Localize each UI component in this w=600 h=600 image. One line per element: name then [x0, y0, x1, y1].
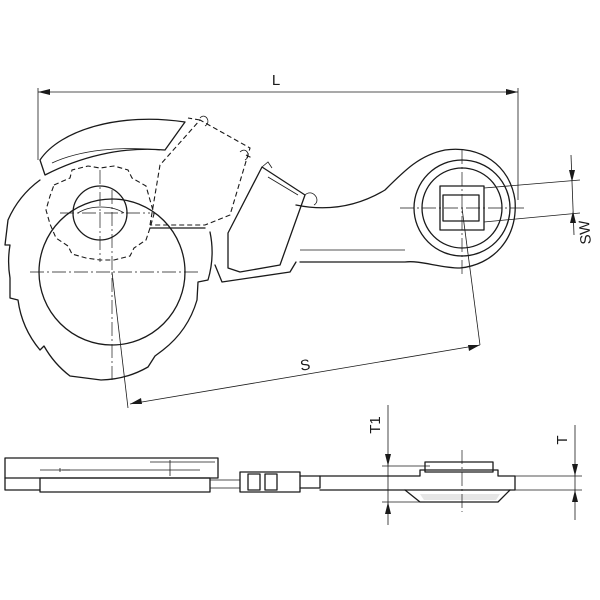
pawl-block-2: [214, 161, 318, 283]
dimension-label-t1: T1: [367, 416, 384, 434]
side-bar: [4, 457, 219, 493]
dimension-label-s: S: [299, 356, 312, 374]
dimension-label-sw: SW: [576, 219, 595, 245]
dimension-t: T: [515, 425, 582, 520]
toothed-ring: [4, 179, 213, 381]
hook-jaw: [39, 118, 186, 176]
dimension-sw: SW: [483, 154, 595, 245]
top-view: L S SW: [4, 72, 595, 409]
side-view: T1 T: [4, 405, 582, 525]
side-arm: [319, 450, 516, 512]
pawl-block-1: [149, 115, 253, 229]
dimension-label-l: L: [272, 72, 280, 89]
small-gear: [45, 165, 155, 262]
side-pawl: [210, 471, 321, 493]
wrench-arm: [295, 148, 516, 269]
drive-head: [400, 150, 525, 275]
dimension-s: S: [111, 207, 481, 409]
dimension-t1: T1: [367, 405, 430, 525]
dimension-l: L: [37, 72, 519, 200]
dimension-label-t: T: [554, 435, 571, 444]
